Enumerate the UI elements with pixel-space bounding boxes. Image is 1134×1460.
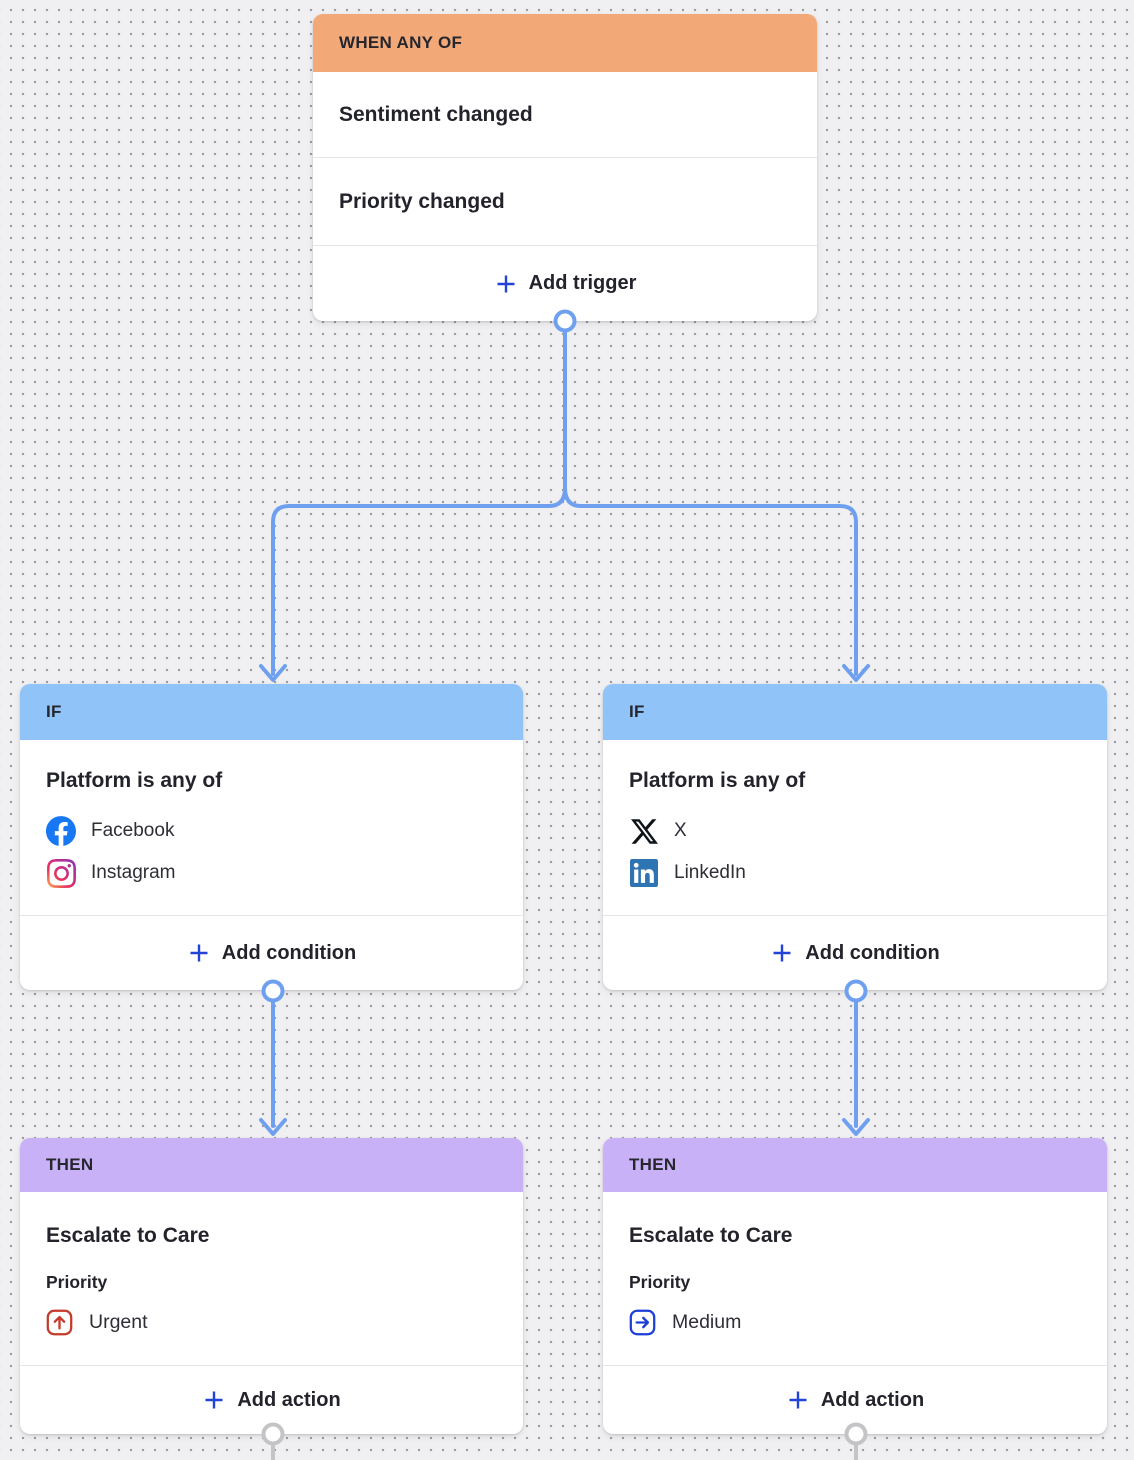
platform-label: Instagram (91, 862, 176, 883)
condition-card-footer: Add condition (20, 915, 523, 990)
trigger-connection-handle[interactable] (553, 309, 577, 333)
action-card-body: Escalate to Care Priority Medium (603, 1192, 1107, 1365)
arrowhead-right-then (842, 1118, 870, 1136)
condition-card-header-label: IF (46, 702, 62, 721)
action-card-footer: Add action (20, 1365, 523, 1434)
plus-icon (789, 1391, 807, 1409)
condition-card-facebook-instagram[interactable]: IF Platform is any of Facebook (20, 684, 523, 990)
left-if-connection-handle[interactable] (261, 979, 285, 1003)
trigger-card-header: WHEN ANY OF (313, 14, 817, 72)
priority-field-label: Priority (46, 1272, 108, 1292)
trigger-item-priority-changed[interactable]: Priority changed (313, 158, 817, 246)
platform-row-instagram[interactable]: Instagram (46, 852, 497, 894)
platform-list: X LinkedIn (629, 810, 1081, 894)
condition-card-x-linkedin[interactable]: IF Platform is any of X (603, 684, 1107, 990)
priority-value-row[interactable]: Medium (629, 1305, 1081, 1339)
action-card-footer: Add action (603, 1365, 1107, 1434)
add-trigger-label: Add trigger (528, 272, 637, 294)
action-card-header-label: THEN (46, 1155, 94, 1174)
add-action-label: Add action (820, 1388, 925, 1411)
condition-card-footer: Add condition (603, 915, 1107, 990)
platform-row-x[interactable]: X (629, 810, 1081, 852)
arrowhead-left-then (259, 1118, 287, 1136)
add-trigger-button[interactable]: Add trigger (313, 246, 817, 321)
condition-card-header-label: IF (629, 702, 645, 721)
priority-urgent-icon (46, 1309, 73, 1336)
priority-value-label: Urgent (89, 1310, 148, 1333)
add-action-button[interactable]: Add action (603, 1366, 1107, 1434)
trigger-card[interactable]: WHEN ANY OF Sentiment changed Priority c… (313, 14, 817, 321)
plus-icon (773, 944, 791, 962)
add-condition-label: Add condition (221, 941, 357, 964)
trigger-item-sentiment-changed[interactable]: Sentiment changed (313, 72, 817, 158)
plus-icon (205, 1391, 223, 1409)
priority-medium-icon (629, 1309, 656, 1336)
action-card-header: THEN (20, 1138, 523, 1192)
add-action-label: Add action (237, 1388, 341, 1411)
x-icon (629, 816, 659, 846)
platform-row-facebook[interactable]: Facebook (46, 810, 497, 852)
right-then-connection-handle[interactable] (844, 1422, 868, 1446)
right-if-connection-handle[interactable] (844, 979, 868, 1003)
connector-branch-right (563, 486, 858, 676)
action-card-escalate-urgent[interactable]: THEN Escalate to Care Priority Urgent (20, 1138, 523, 1434)
action-card-header-label: THEN (629, 1155, 677, 1174)
plus-icon (497, 275, 515, 292)
platform-list: Facebook (46, 810, 497, 894)
condition-card-header: IF (603, 684, 1107, 740)
trigger-item-label: Priority changed (339, 189, 505, 213)
condition-card-body: Platform is any of X (603, 740, 1107, 915)
linkedin-icon (629, 858, 659, 888)
action-title: Escalate to Care (46, 1224, 210, 1247)
add-condition-button[interactable]: Add condition (20, 916, 523, 990)
trigger-item-label: Sentiment changed (339, 102, 533, 126)
add-condition-button[interactable]: Add condition (603, 916, 1107, 990)
condition-card-body: Platform is any of Facebook (20, 740, 523, 915)
instagram-icon (46, 858, 76, 888)
add-condition-label: Add condition (805, 941, 940, 964)
priority-value-row[interactable]: Urgent (46, 1305, 497, 1339)
plus-icon (190, 944, 208, 962)
priority-value-label: Medium (672, 1310, 742, 1333)
action-card-header: THEN (603, 1138, 1107, 1192)
priority-field-label: Priority (629, 1272, 691, 1292)
action-title: Escalate to Care (629, 1224, 793, 1247)
action-card-escalate-medium[interactable]: THEN Escalate to Care Priority Medium (603, 1138, 1107, 1434)
facebook-icon (46, 816, 76, 846)
arrowhead-right-if (842, 664, 870, 682)
connector-branch-left (271, 486, 567, 676)
platform-label: Facebook (91, 820, 175, 841)
condition-title: Platform is any of (629, 769, 806, 792)
left-then-connection-handle[interactable] (261, 1422, 285, 1446)
platform-label: X (674, 820, 687, 841)
arrowhead-left-if (259, 664, 287, 682)
condition-title: Platform is any of (46, 769, 223, 792)
add-action-button[interactable]: Add action (20, 1366, 523, 1434)
action-card-body: Escalate to Care Priority Urgent (20, 1192, 523, 1365)
condition-card-header: IF (20, 684, 523, 740)
trigger-card-footer: Add trigger (313, 246, 817, 321)
platform-label: LinkedIn (674, 862, 746, 883)
platform-row-linkedin[interactable]: LinkedIn (629, 852, 1081, 894)
trigger-card-header-label: WHEN ANY OF (339, 33, 463, 52)
